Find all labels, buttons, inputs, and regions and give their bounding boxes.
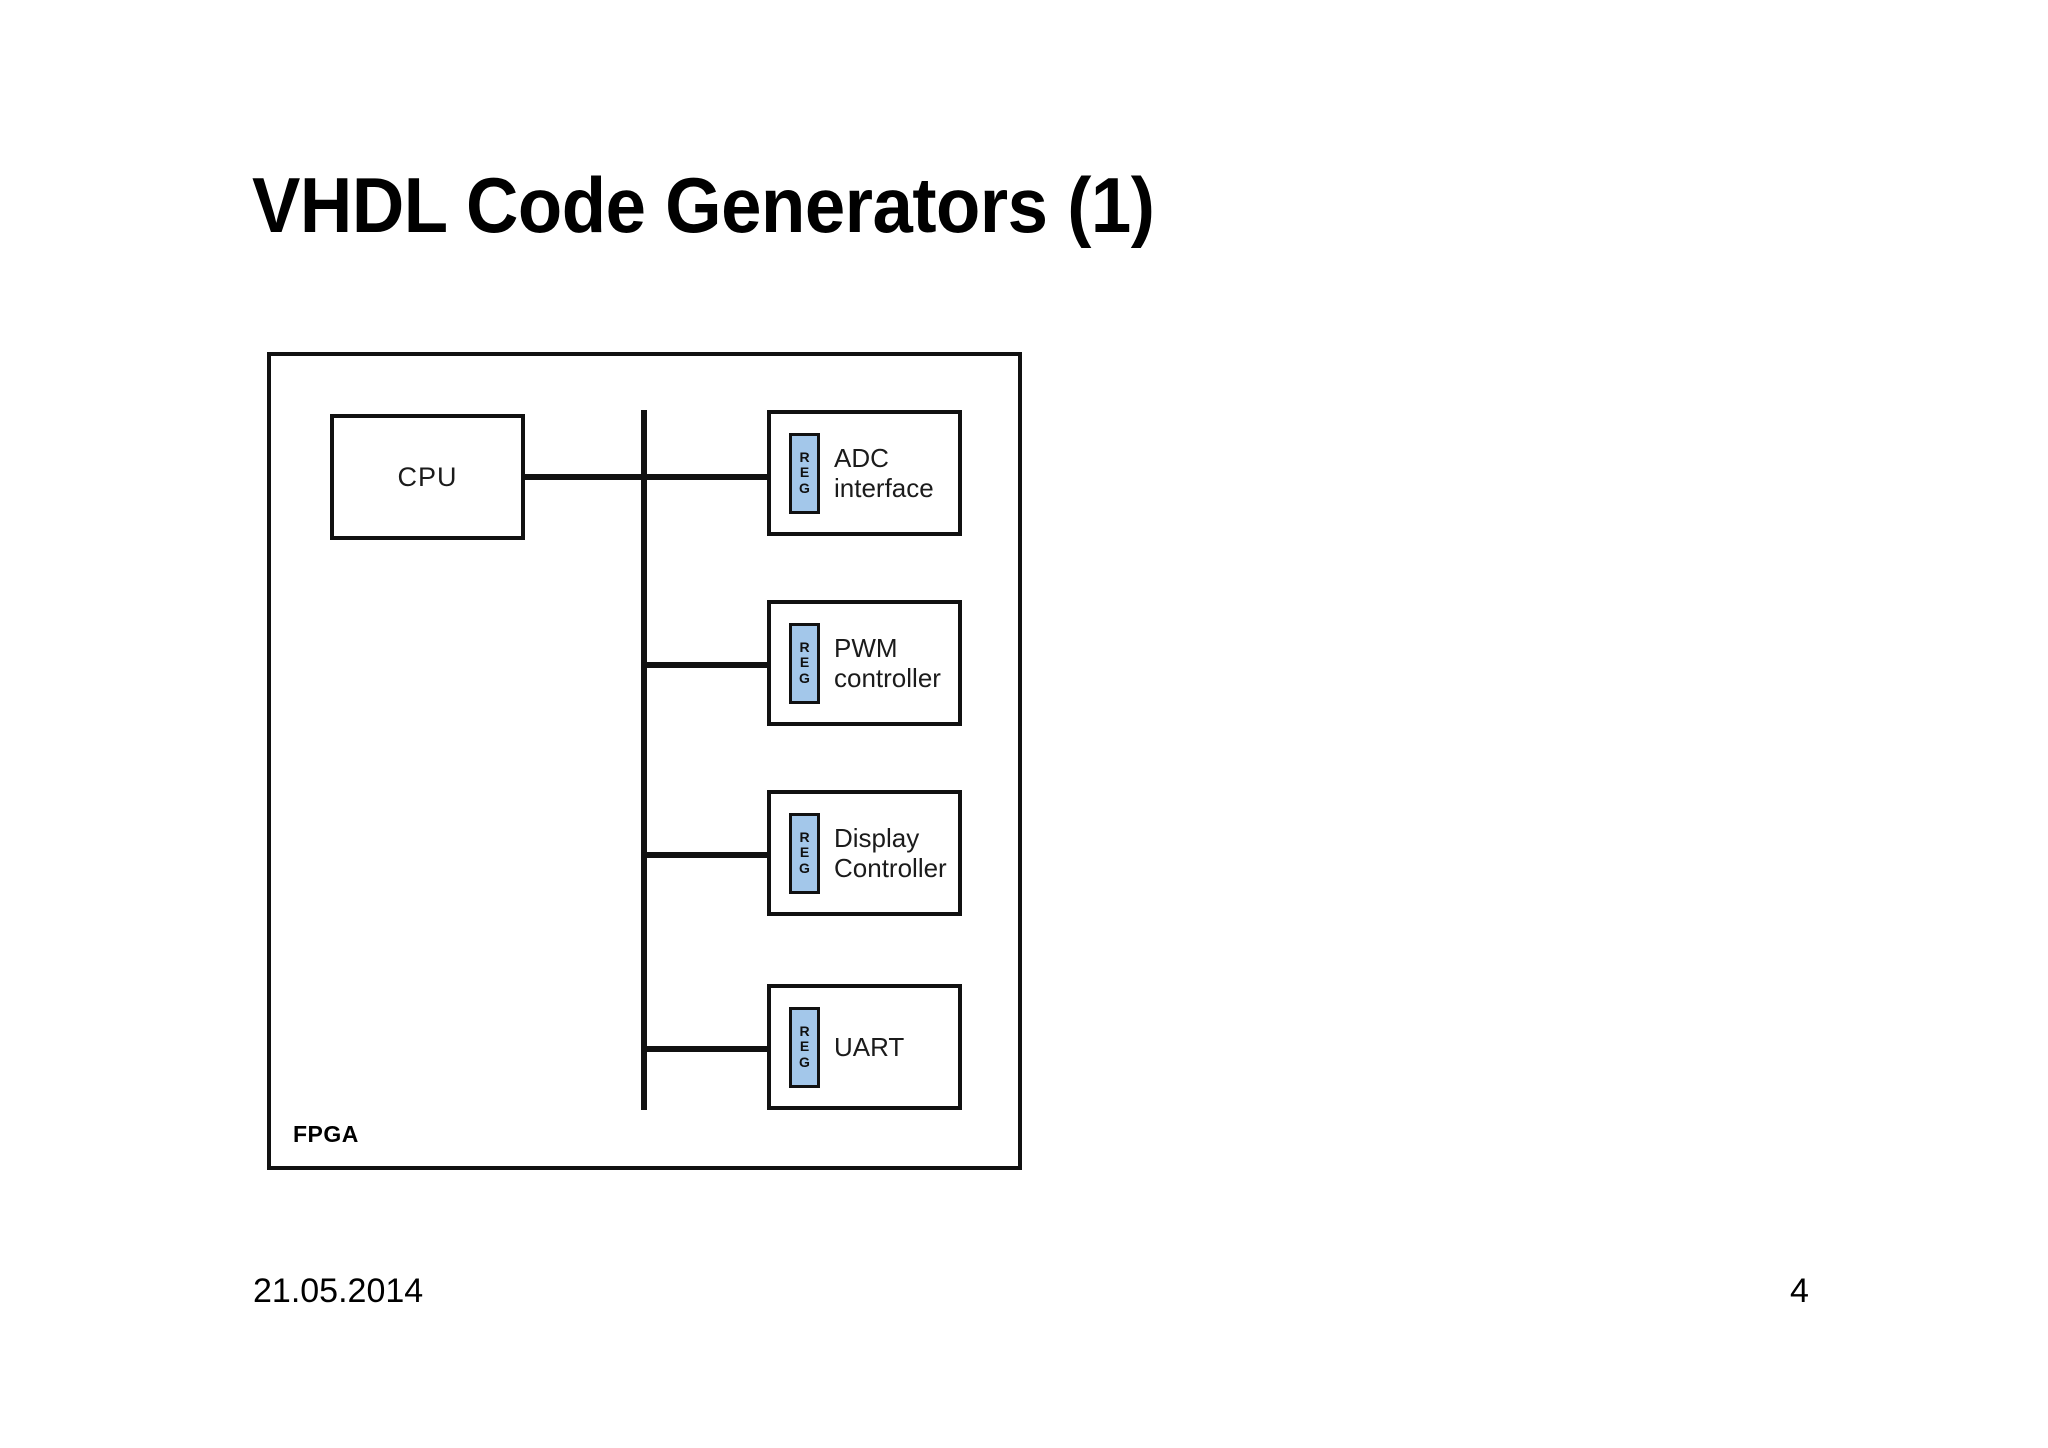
- bus-connector-line-adc: [647, 474, 769, 480]
- peripheral-block-uart: R E G UART: [767, 984, 962, 1110]
- system-bus-line: [641, 410, 647, 1110]
- register-icon: R E G: [789, 622, 820, 704]
- bus-connector-line-pwm: [647, 662, 769, 668]
- peripheral-label-display-controller: Display Controller: [834, 822, 947, 883]
- register-icon-letter-g: G: [799, 859, 810, 876]
- fpga-label: FPGA: [293, 1121, 359, 1147]
- footer-date: 21.05.2014: [253, 1272, 424, 1310]
- register-icon-letter-r: R: [799, 639, 810, 656]
- register-icon-letter-g: G: [799, 1053, 810, 1070]
- peripheral-block-pwm-controller: R E G PWM controller: [767, 600, 962, 726]
- fpga-block-diagram: CPU R E G ADC interface R E G PWM contro…: [267, 352, 1022, 1170]
- bus-connector-line-uart: [647, 1046, 769, 1052]
- peripheral-block-display-controller: R E G Display Controller: [767, 790, 962, 916]
- register-icon-letter-r: R: [799, 829, 810, 846]
- register-icon: R E G: [789, 1006, 820, 1088]
- cpu-bus-connector-line: [525, 474, 643, 480]
- register-icon-letter-e: E: [799, 844, 810, 861]
- register-icon: R E G: [789, 812, 820, 894]
- register-icon: R E G: [789, 432, 820, 514]
- peripheral-block-adc-interface: R E G ADC interface: [767, 410, 962, 536]
- register-icon-letter-r: R: [799, 1023, 810, 1040]
- cpu-label: CPU: [397, 461, 458, 492]
- bus-connector-line-display: [647, 852, 769, 858]
- register-icon-letter-g: G: [799, 479, 810, 496]
- cpu-block: CPU: [330, 414, 525, 540]
- register-icon-letter-e: E: [799, 1038, 810, 1055]
- footer-page-number: 4: [1790, 1272, 1809, 1310]
- register-icon-letter-g: G: [799, 669, 810, 686]
- peripheral-label-adc-interface: ADC interface: [834, 442, 934, 503]
- page-title: VHDL Code Generators (1): [252, 161, 1155, 249]
- register-icon-letter-e: E: [799, 654, 810, 671]
- peripheral-label-pwm-controller: PWM controller: [834, 632, 941, 693]
- peripheral-label-uart: UART: [834, 1031, 905, 1062]
- register-icon-letter-e: E: [799, 464, 810, 481]
- register-icon-letter-r: R: [799, 449, 810, 466]
